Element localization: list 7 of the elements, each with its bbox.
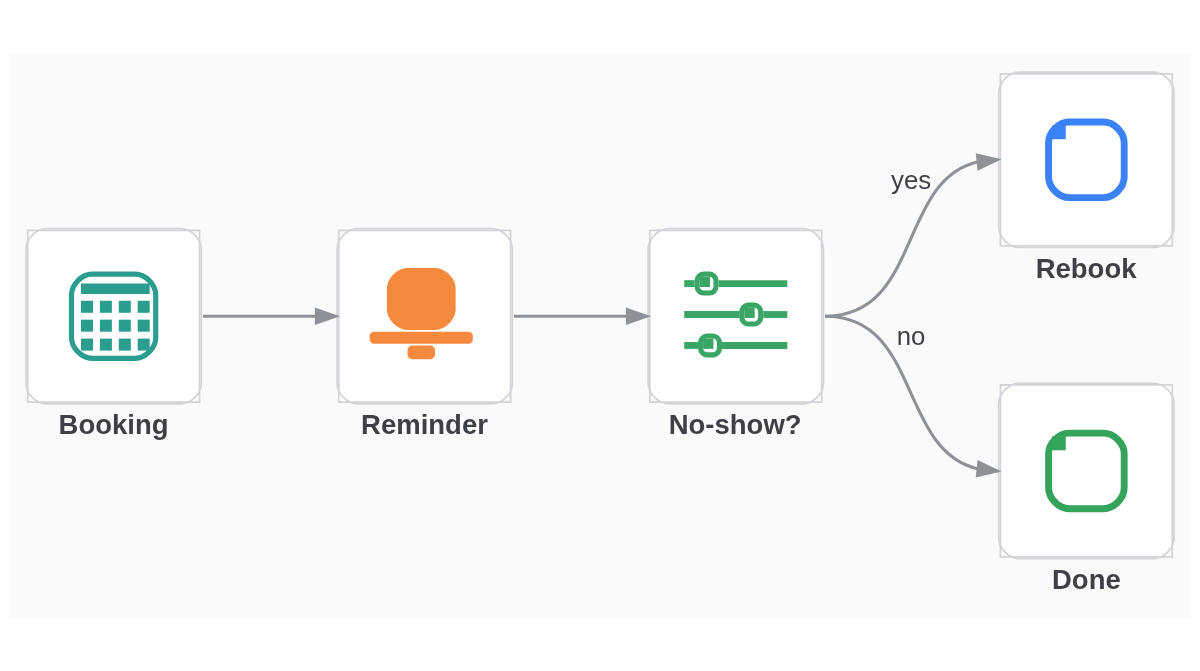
edge-label: yes — [891, 165, 932, 194]
edge-label: no — [896, 321, 926, 350]
node-label: Reminder — [361, 408, 488, 440]
node-label: No-show? — [668, 408, 802, 440]
node-label: Booking — [58, 408, 169, 440]
node-label: Rebook — [1035, 252, 1137, 284]
node-label: Done — [1052, 563, 1121, 595]
